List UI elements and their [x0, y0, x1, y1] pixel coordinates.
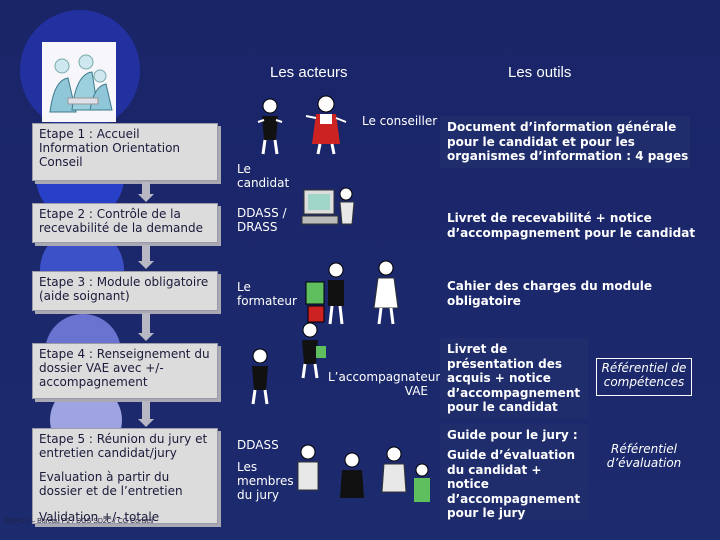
step-4-text: : Renseignement du dossier VAE avec +/- … [39, 347, 210, 389]
step-5-evaluation: Evaluation à partir du dossier et de l’e… [39, 470, 183, 498]
step-1-box: Etape 1 : Accueil Information Orientatio… [32, 123, 218, 181]
accompagnateur-2-figure [301, 322, 326, 379]
surgeons-illustration [42, 42, 116, 122]
tool-panel-5 [440, 424, 588, 520]
actor-ddass-drass: DDASS / DRASS [237, 206, 287, 234]
actor-candidat: Le candidat [237, 162, 290, 190]
ref-competences: Référentiel de compétences [596, 358, 692, 396]
step-4-title: Etape 4 [39, 347, 86, 361]
step-4-box: Etape 4 : Renseignement du dossier VAE a… [32, 343, 218, 399]
step-2-text: : Contrôle de la recevabilité de la dema… [39, 207, 203, 235]
step-5-validation: Validation +/- totale [39, 510, 160, 524]
tool-guide-eval: Guide d’évaluation du candidat + notice … [447, 448, 581, 520]
tool-panel-4 [440, 338, 588, 418]
arrow-1-2 [138, 182, 154, 202]
actor-jury: Les membres du jury [237, 460, 294, 502]
accompagnateur-figure [251, 348, 269, 405]
step-5-title: Etape 5 [39, 432, 86, 446]
tool-guide-jury-title: Guide pour le jury : [447, 428, 578, 442]
tool-cahier: Cahier des charges du module obligatoire [447, 279, 653, 308]
step-2-title: Etape 2 [39, 207, 86, 221]
tool-recevabilite: Livret de recevabilité + notice d’accomp… [447, 211, 696, 240]
jury-figures [297, 444, 430, 502]
step-3-text: : Module obligatoire (aide soignant) [39, 275, 209, 303]
step-1-text: : Accueil Information Orientation Consei… [39, 127, 181, 169]
conseiller-figure [305, 95, 347, 155]
arrow-4-5 [138, 401, 154, 427]
step-3-title: Etape 3 [39, 275, 86, 289]
actor-ddass: DDASS [237, 438, 279, 452]
step-3-box: Etape 3 : Module obligatoire (aide soign… [32, 271, 218, 311]
arrow-3-4 [138, 313, 154, 341]
tool-panel-1 [440, 116, 690, 168]
step-2-box: Etape 2 : Contrôle de la recevabilité de… [32, 203, 218, 243]
ddass-computer-figure [301, 187, 355, 225]
tools-heading: Les outils [508, 64, 572, 81]
footer-credit: ©DHOS – Bureau P2 / DGS SD2C / CG Consei… [4, 518, 154, 525]
step-5-box: Etape 5 : Réunion du jury et entretien c… [32, 428, 218, 524]
tool-doc-info: Document d’information générale pour le … [447, 120, 689, 163]
formateur-figure [305, 262, 344, 325]
candidat-figure [257, 98, 283, 155]
step-1-title: Etape 1 [39, 127, 86, 141]
tool-livret-acquis: Livret de présentation des acquis + noti… [447, 342, 581, 414]
actor-conseiller: Le conseiller [362, 114, 438, 128]
actors-heading: Les acteurs [270, 64, 348, 81]
arrow-2-3 [138, 245, 154, 269]
step-5-text: : Réunion du jury et entretien candidat/… [39, 432, 208, 460]
formateur-woman-figure [373, 260, 399, 325]
actor-accompagnateur: L’accompagnateur VAE [328, 370, 441, 398]
ref-evaluation: Référentiel d’évaluation [606, 442, 682, 470]
actor-formateur: Le formateur [237, 280, 297, 308]
